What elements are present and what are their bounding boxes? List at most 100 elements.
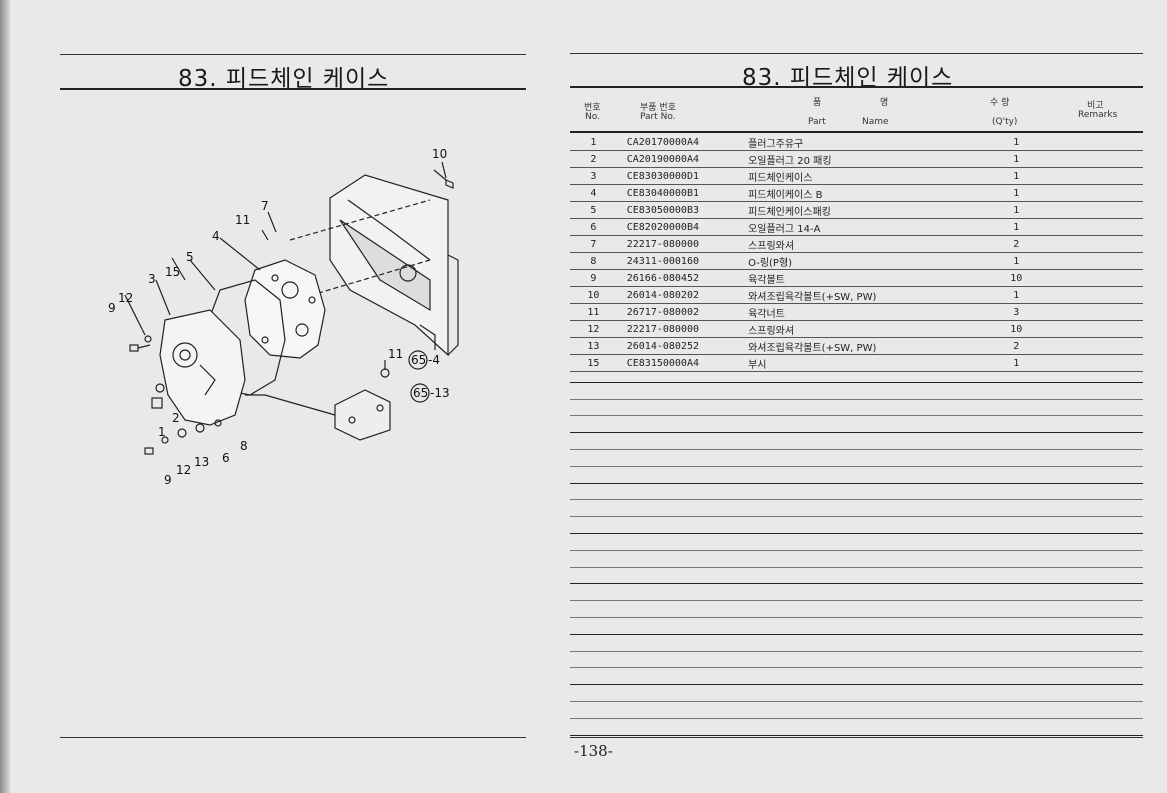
- part-remarks: [1050, 354, 1143, 372]
- blank-row: [570, 652, 1143, 669]
- callout-1: 1: [158, 425, 166, 439]
- callout-2: 2: [172, 411, 180, 425]
- part-name: 오일플러그 20 패킹: [746, 150, 983, 168]
- part-name: 육각너트: [746, 303, 983, 321]
- page-number: -138-: [574, 742, 613, 760]
- blank-row: [570, 500, 1143, 518]
- part-quantity: 1: [982, 150, 1051, 168]
- blank-row: [570, 467, 1143, 484]
- callout-8: 8: [240, 439, 248, 453]
- part-quantity: 1: [982, 201, 1051, 219]
- part-remarks: [1050, 303, 1143, 321]
- part-remarks: [1050, 337, 1143, 355]
- lower-bracket: [245, 368, 391, 441]
- blank-row: [570, 601, 1143, 618]
- part-number-index: 13: [570, 337, 617, 355]
- header-qty-kr: 수 량: [990, 98, 1010, 108]
- blank-row: [570, 551, 1143, 568]
- part-remarks: [1050, 235, 1143, 253]
- blank-row: [570, 568, 1143, 585]
- part-code: CE83030000D1: [616, 167, 747, 185]
- part-name: 스프링와셔: [746, 235, 983, 253]
- left-page-title: 83. 피드체인 케이스: [178, 66, 390, 92]
- part-quantity: 1: [982, 252, 1051, 270]
- right-top-rule: [570, 53, 1143, 54]
- part-name: 와셔조립육각볼트(+SW, PW): [746, 286, 983, 304]
- blank-row: [570, 383, 1143, 400]
- blank-row: [570, 400, 1143, 417]
- part-remarks: [1050, 269, 1143, 287]
- part-quantity: 3: [982, 303, 1051, 321]
- part-code: CA20190000A4: [616, 150, 747, 168]
- part-remarks: [1050, 184, 1143, 202]
- part-number-index: 2: [570, 150, 617, 168]
- left-top-rule: [60, 54, 526, 55]
- part-code: 26717-080002: [616, 303, 747, 321]
- blank-row: [570, 484, 1143, 501]
- part-remarks: [1050, 218, 1143, 236]
- part-number-index: 12: [570, 320, 617, 338]
- part-name: 부시: [746, 354, 983, 372]
- blank-row: [570, 668, 1143, 686]
- header-bottom-rule: [570, 131, 1143, 133]
- part-remarks: [1050, 134, 1143, 151]
- blank-row: [570, 416, 1143, 434]
- part-remarks: [1050, 167, 1143, 185]
- header-remarks-kr: 비고: [1087, 101, 1104, 111]
- part-name: O-링(P형): [746, 252, 983, 270]
- part-name: 오일플러그 14-A: [746, 218, 983, 236]
- part-quantity: 1: [982, 134, 1051, 151]
- part-number-index: 9: [570, 269, 617, 287]
- svg-text:-4: -4: [428, 353, 440, 367]
- blank-row: [570, 517, 1143, 534]
- part-code: 26014-080252: [616, 337, 747, 355]
- part-code: 26166-080452: [616, 269, 747, 287]
- blank-row: [570, 366, 1143, 383]
- right-bottom-rule: [570, 737, 1143, 738]
- callout-4: 4: [212, 229, 220, 243]
- callout-10: 10: [432, 147, 447, 161]
- part-number-index: 7: [570, 235, 617, 253]
- part-code: 26014-080202: [616, 286, 747, 304]
- callout-12-bottom: 12: [176, 463, 191, 477]
- callout-7: 7: [261, 199, 269, 213]
- part-number-index: 11: [570, 303, 617, 321]
- part-remarks: [1050, 150, 1143, 168]
- part-name: 육각볼트: [746, 269, 983, 287]
- part-code: CE82020000B4: [616, 218, 747, 236]
- part-quantity: 1: [982, 286, 1051, 304]
- callout-12-top: 12: [118, 291, 133, 305]
- part-number-index: 5: [570, 201, 617, 219]
- header-qty-en: (Q'ty): [992, 117, 1018, 127]
- svg-text:65: 65: [413, 386, 428, 400]
- header-name-kr-1: 품: [813, 98, 822, 108]
- part-number-index: 1: [570, 134, 617, 151]
- left-title-underline: [60, 88, 526, 90]
- part-code: CE83150000A4: [616, 354, 747, 372]
- callout-15: 15: [165, 265, 180, 279]
- part-name: 피드체인케이스패킹: [746, 201, 983, 219]
- svg-text:-13: -13: [430, 386, 450, 400]
- blank-row: [570, 719, 1143, 736]
- part-remarks: [1050, 286, 1143, 304]
- exploded-parts-diagram: 10 7 11 4 15 5 3 12 9 2 1 12 9 13 6 8 11…: [108, 147, 459, 487]
- part-code: 22217-080000: [616, 235, 747, 253]
- reference-65-13: 65 -13: [410, 383, 450, 403]
- part-quantity: 2: [982, 337, 1051, 355]
- callout-11-right: 11: [388, 347, 403, 361]
- part-3-chain-case: [159, 309, 246, 426]
- frame-bracket: [329, 174, 459, 357]
- header-part-kr: 부품 번호: [640, 103, 676, 113]
- part-quantity: 1: [982, 184, 1051, 202]
- blank-rows: [570, 366, 1143, 736]
- part-number-index: 15: [570, 354, 617, 372]
- part-number-index: 3: [570, 167, 617, 185]
- svg-text:65: 65: [411, 353, 426, 367]
